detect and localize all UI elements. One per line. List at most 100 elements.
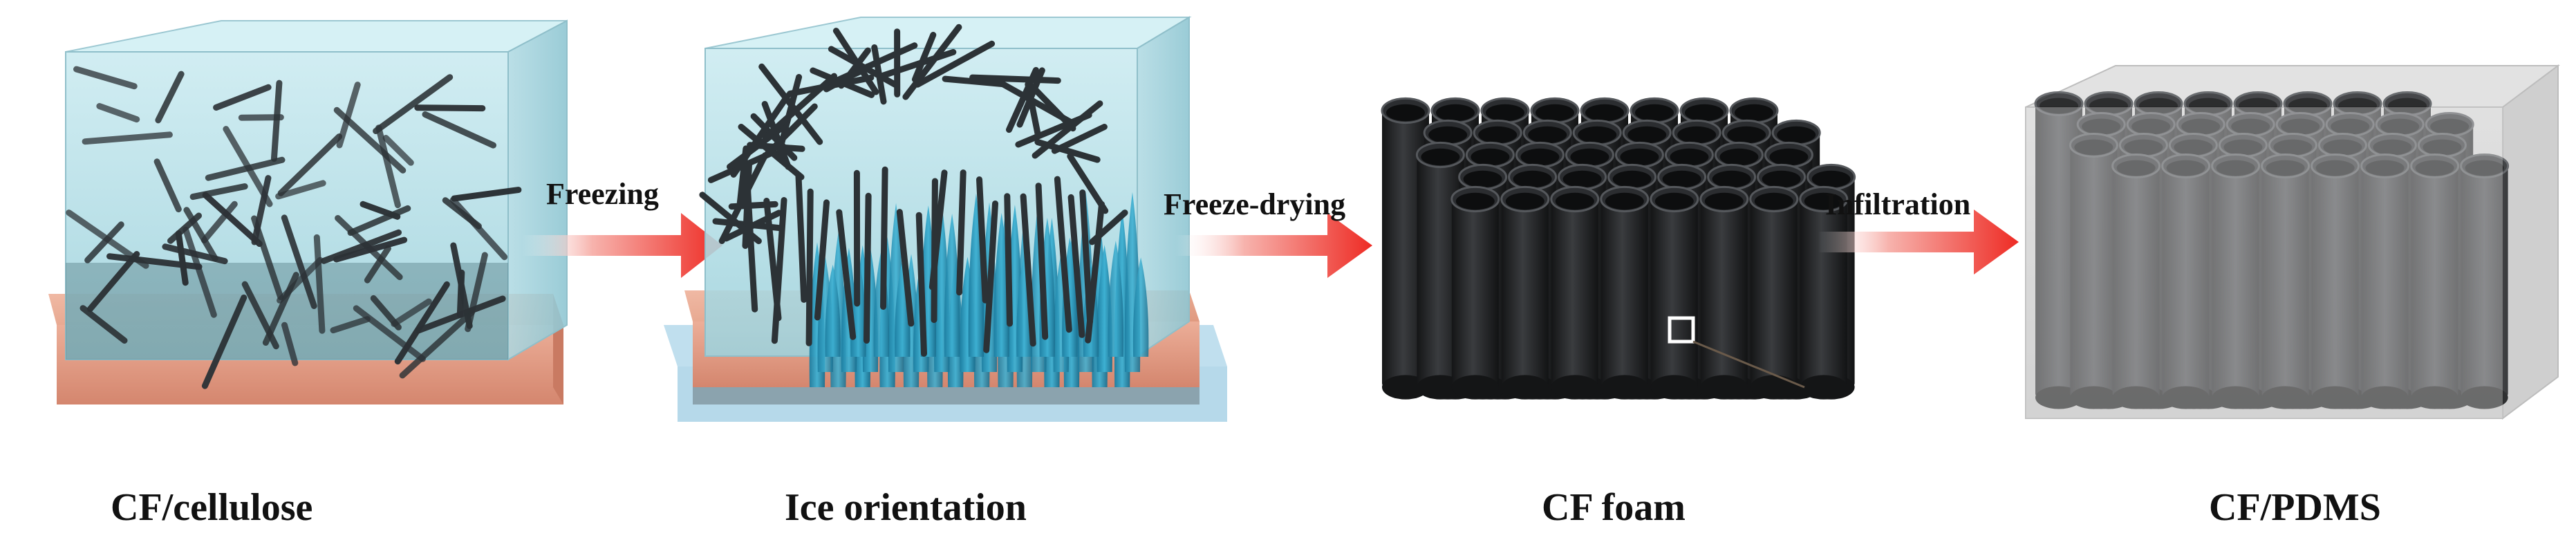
foam-tube (2361, 166, 2409, 398)
gel-top (65, 20, 568, 53)
fiber (414, 104, 486, 112)
fiber (1016, 67, 1045, 128)
foam-tube (2261, 166, 2309, 398)
fiber (718, 152, 768, 244)
foam-tube-hole (1769, 148, 1809, 166)
fiber (353, 305, 426, 362)
foam-tube-hole (2423, 139, 2462, 156)
foam-tube-hole (1727, 126, 1766, 144)
fiber (183, 226, 217, 318)
foam-tube-bottom (1451, 375, 1499, 400)
stage-label-cf-foam: CF foam (1542, 486, 1686, 529)
foam-tube-hole (2388, 97, 2427, 114)
foam-tube-hole (1605, 192, 1644, 210)
foam-tube-hole (2089, 97, 2128, 114)
foam-tube-hole (2181, 118, 2221, 135)
fiber (320, 229, 402, 264)
arrow-infiltration (1818, 210, 2019, 275)
foam-tube-hole (2266, 160, 2305, 176)
foam-tube (1551, 199, 1598, 387)
fiber (202, 192, 263, 248)
fiber (805, 188, 814, 346)
fiber (836, 209, 857, 340)
fiber (375, 124, 401, 209)
foam-tube-hole (2239, 97, 2277, 114)
foam-tube-hole (1505, 192, 1544, 210)
foam-tube-bottom (1650, 375, 1698, 400)
foam-tube-hole (1513, 170, 1552, 188)
foam-tube-hole (2465, 160, 2504, 176)
fiber (1079, 189, 1094, 325)
foam-tube-hole (2288, 97, 2327, 114)
foam-tube (1800, 199, 1847, 387)
foam-tube-bottom (1501, 375, 1549, 400)
fiber (1032, 100, 1103, 159)
foam-tube-hole (2139, 97, 2178, 114)
foam-tube-hole (1627, 126, 1667, 144)
fiber (415, 295, 506, 334)
foam-tube (2162, 166, 2210, 398)
fiber (880, 166, 888, 310)
foam-tube-hole (2231, 118, 2270, 135)
gel-side (507, 19, 568, 361)
foam-tube-bottom (2212, 386, 2259, 409)
stage-ice-orientation-illustration (664, 16, 1227, 422)
foam-tube-hole (1654, 192, 1694, 210)
foam-tube (1700, 199, 1748, 387)
foam-tube (1600, 199, 1648, 387)
fiber (914, 40, 996, 88)
foam-tube-hole (1536, 104, 1574, 122)
fiber (878, 48, 957, 80)
foam-tube-hole (1570, 148, 1609, 166)
fiber (744, 178, 758, 313)
foam-tube-hole (2380, 118, 2420, 135)
fiber (277, 133, 343, 196)
ice-crystal (944, 213, 960, 357)
foam-tube-hole (2338, 97, 2377, 114)
foam-tube-hole (1386, 104, 1425, 122)
fiber (189, 183, 248, 201)
foam-tube (1650, 199, 1698, 387)
foam-tube-hole (2074, 139, 2113, 156)
fiber (80, 305, 128, 344)
fiber (96, 103, 140, 123)
fiber (86, 251, 140, 313)
foam-tube-hole (1735, 104, 1773, 122)
foam-tube-bottom (2261, 386, 2309, 409)
foam-tube-bottom (1700, 375, 1748, 400)
foam-tube-hole (1436, 104, 1475, 122)
fiber (1067, 194, 1085, 338)
zoom-marker-square (1668, 316, 1695, 344)
fiber (270, 80, 283, 162)
fiber (73, 66, 138, 90)
foam-tube-bottom (2112, 386, 2160, 409)
fiber (205, 156, 286, 181)
foam-tube-hole (2174, 139, 2213, 156)
foam-tube-hole (2373, 139, 2412, 156)
foam-tube-hole (1685, 104, 1724, 122)
foam-tube-hole (1585, 104, 1624, 122)
fiber (364, 245, 391, 283)
foam-tube-hole (1555, 192, 1594, 210)
foam-tube-hole (2323, 139, 2362, 156)
foam-tube-hole (1455, 192, 1495, 210)
fiber (382, 135, 414, 166)
fiber (82, 131, 173, 145)
foam-tube-hole (1811, 170, 1851, 188)
foam-tube-bottom (2461, 386, 2508, 409)
foam-tube-hole (1662, 170, 1701, 188)
embedded-foam (2034, 91, 2510, 409)
fiber (814, 199, 830, 321)
foam-tube-hole (1804, 192, 1843, 210)
fiber (391, 298, 432, 327)
foam-tube (1501, 199, 1549, 387)
stage-label-cf-pdms: CF/PDMS (2209, 486, 2381, 529)
fiber (201, 295, 248, 389)
foam-tube-bottom (2162, 386, 2210, 409)
foam-tube-hole (1486, 104, 1524, 122)
fiber (399, 308, 476, 379)
foam-tube-hole (1635, 104, 1674, 122)
foam-tube-hole (1712, 170, 1751, 188)
foam-tube-bottom (2311, 386, 2359, 409)
foam-tube-bottom (1600, 375, 1648, 400)
